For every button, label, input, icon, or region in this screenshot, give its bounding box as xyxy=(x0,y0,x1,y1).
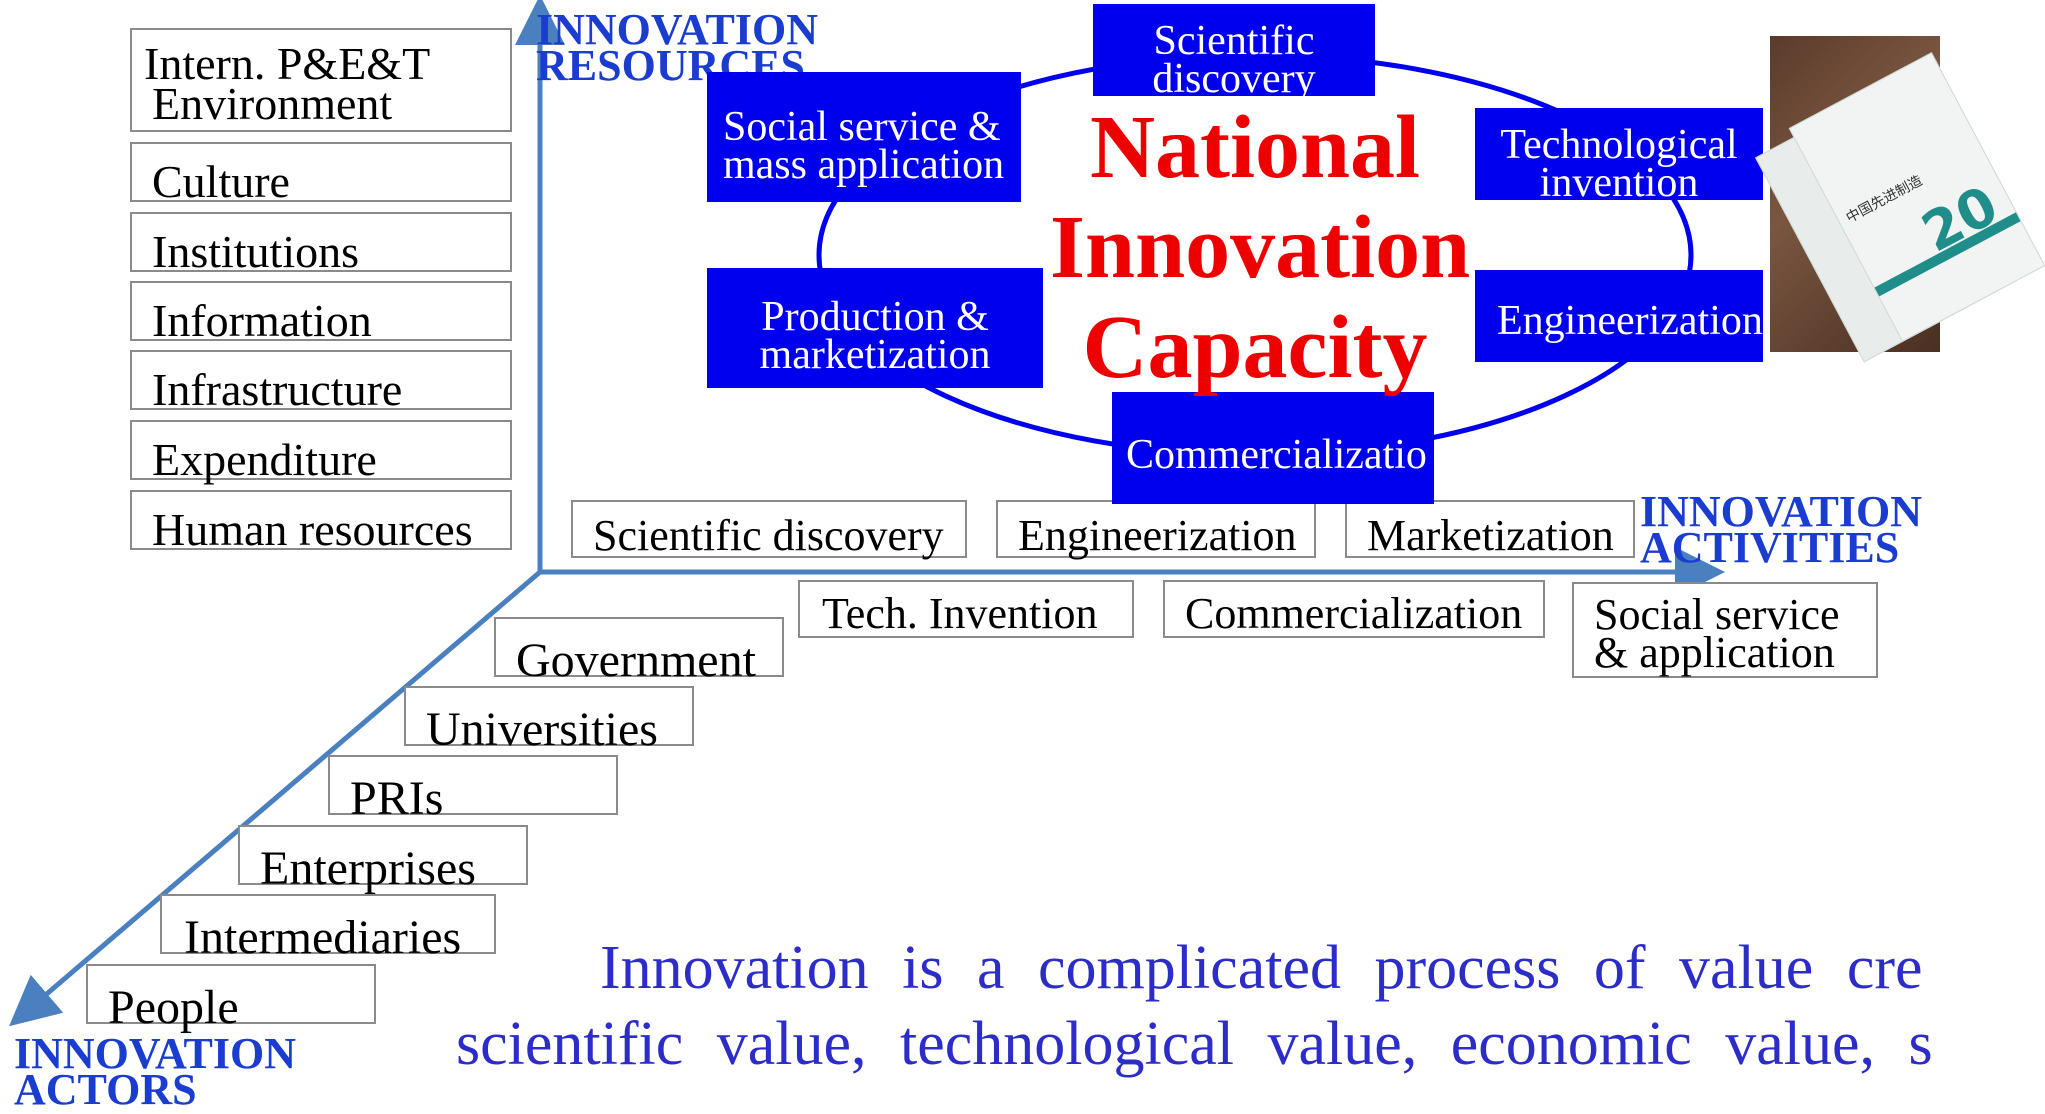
activity-box-social-service: Social service & application xyxy=(1572,582,1878,678)
cycle-label: invention xyxy=(1539,160,1699,206)
actor-box-government: Government xyxy=(494,617,784,685)
actor-box-people: People xyxy=(86,964,376,1032)
actor-box-universities: Universities xyxy=(404,686,694,754)
actor-box-enterprises: Enterprises xyxy=(238,825,528,893)
resource-label: Expenditure xyxy=(152,434,377,485)
actors-label-line2: ACTORS xyxy=(14,1065,197,1114)
center-title-line: Capacity xyxy=(1082,298,1428,397)
activity-box-scientific-discovery: Scientific discovery xyxy=(571,500,967,558)
resource-label: Environment xyxy=(152,78,393,129)
activities-label-line2: ACTIVITIES xyxy=(1640,523,1900,572)
resource-box-environment: Intern. P&E&T Environment xyxy=(130,28,512,132)
actor-label: Universities xyxy=(426,703,658,756)
resource-box-human-resources: Human resources xyxy=(130,490,512,553)
actors-axis xyxy=(9,570,542,1027)
center-title-line: National xyxy=(1089,98,1421,197)
activity-label: Commercialization xyxy=(1185,589,1523,638)
actor-label: People xyxy=(108,981,239,1034)
activities-label-line1: INNOVATION xyxy=(1640,487,1922,536)
activity-box-tech-invention: Tech. Invention xyxy=(798,580,1134,638)
actor-label: Intermediaries xyxy=(184,911,462,964)
activity-box-commercialization: Commercialization xyxy=(1163,580,1545,638)
actor-box-intermediaries: Intermediaries xyxy=(160,894,496,962)
activities-axis-label: INNOVATION ACTIVITIES xyxy=(1640,487,1922,572)
cycle-label: Commercializatio xyxy=(1126,432,1427,478)
cycle-box-social-service: Social service & mass application xyxy=(707,72,1021,202)
paragraph-text: Innovation is a complicated process of v… xyxy=(600,934,1923,1002)
actor-label: PRIs xyxy=(350,772,444,825)
activity-box-marketization: Marketization xyxy=(1345,500,1635,558)
cycle-box-scientific-discovery: Scientific discovery xyxy=(1093,4,1375,102)
resources-label-line1: INNOVATION xyxy=(536,5,818,54)
book-photo: 中国先进制造 20 xyxy=(1755,36,2045,363)
cycle-label: mass application xyxy=(723,142,1005,188)
resource-label: Information xyxy=(152,295,372,346)
activity-label: & application xyxy=(1594,628,1835,677)
paragraph-text: scientific value, technological value, e… xyxy=(456,1010,1933,1078)
activity-label: Engineerization xyxy=(1018,511,1297,560)
cycle-label: Engineerization xyxy=(1497,298,1763,344)
actor-label: Government xyxy=(516,634,756,687)
resource-label: Culture xyxy=(152,156,290,207)
resource-label: Intern. P&E&T xyxy=(144,38,431,89)
cycle-label: Production & xyxy=(761,294,989,340)
actors-axis-label: INNOVATION ACTORS xyxy=(14,1029,296,1114)
activity-label: Scientific discovery xyxy=(593,511,944,560)
activity-label: Marketization xyxy=(1367,511,1614,560)
cycle-label: marketization xyxy=(759,332,991,378)
resource-box-infrastructure: Infrastructure xyxy=(130,350,512,413)
cycle-box-technological-invention: Technological invention xyxy=(1475,108,1763,206)
center-title: National Innovation Capacity xyxy=(1050,98,1471,398)
book-cover-front: 中国先进制造 20 xyxy=(1788,52,2045,342)
resource-label: Infrastructure xyxy=(152,364,403,415)
resource-box-institutions: Institutions xyxy=(130,212,512,275)
resource-box-information: Information xyxy=(130,281,512,344)
resource-label: Human resources xyxy=(152,504,473,555)
cycle-label: Scientific xyxy=(1153,18,1315,64)
actors-label-line1: INNOVATION xyxy=(14,1029,296,1078)
paragraph-line1: Innovation is a complicated process of v… xyxy=(600,930,1923,1006)
cycle-box-production: Production & marketization xyxy=(707,268,1043,388)
cycle-label: discovery xyxy=(1152,56,1316,102)
resource-label: Institutions xyxy=(152,226,360,277)
book-title-text: 中国先进制造 xyxy=(1843,172,1926,227)
cycle-label: Technological xyxy=(1500,122,1738,168)
actor-box-pris: PRIs xyxy=(328,755,618,823)
activity-label: Tech. Invention xyxy=(822,589,1098,638)
resource-box-culture: Culture xyxy=(130,142,512,205)
center-title-line: Innovation xyxy=(1050,198,1471,297)
cycle-box-commercialization: Commercializatio xyxy=(1112,392,1434,504)
activity-label: Social service xyxy=(1594,590,1840,639)
actor-label: Enterprises xyxy=(260,842,476,895)
paragraph-line2: scientific value, technological value, e… xyxy=(456,1006,1933,1082)
activity-box-engineerization: Engineerization xyxy=(996,500,1316,558)
cycle-box-engineerization: Engineerization xyxy=(1475,270,1763,362)
resource-box-expenditure: Expenditure xyxy=(130,420,512,483)
cycle-label: Social service & xyxy=(723,104,1001,150)
